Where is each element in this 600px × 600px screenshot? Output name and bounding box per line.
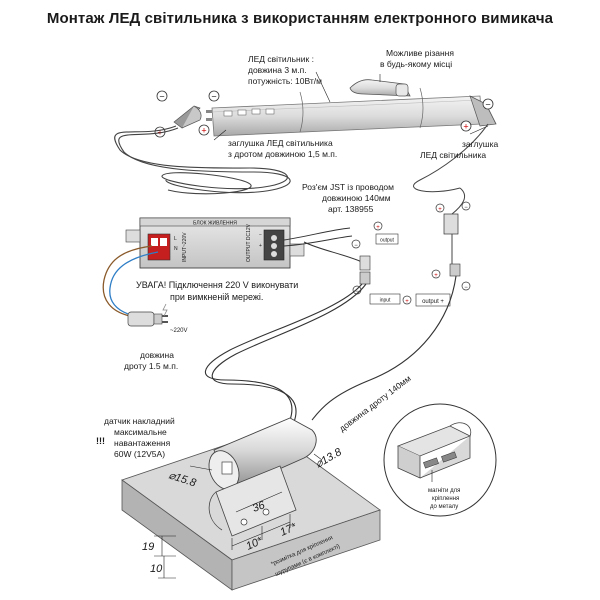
svg-text:−: − xyxy=(464,285,468,291)
svg-text:дроту 1.5 м.п.: дроту 1.5 м.п. xyxy=(124,361,178,371)
svg-text:ЛЕД світильник :: ЛЕД світильник : xyxy=(248,54,314,64)
svg-text:−: − xyxy=(354,243,358,249)
svg-text:17*: 17* xyxy=(278,521,299,539)
svg-text:+: + xyxy=(438,207,442,213)
svg-text:+: + xyxy=(434,273,438,279)
svg-text:датчик накладний: датчик накладний xyxy=(104,416,175,426)
svg-text:60W (12V5A): 60W (12V5A) xyxy=(114,449,165,459)
svg-text:довжина: довжина xyxy=(140,350,174,360)
svg-text:L: L xyxy=(174,236,177,242)
svg-text:магніти для: магніти для xyxy=(428,488,460,494)
svg-text:N: N xyxy=(174,246,178,252)
svg-text:навантаження: навантаження xyxy=(114,438,171,448)
svg-text:+: + xyxy=(201,126,206,136)
svg-text:потужність: 10Вт/м: потужність: 10Вт/м xyxy=(248,76,322,86)
lightning-icon xyxy=(162,303,168,317)
svg-text:⌀15.8: ⌀15.8 xyxy=(167,469,198,489)
svg-text:БЛОК ЖИВЛЕННЯ: БЛОК ЖИВЛЕННЯ xyxy=(193,221,237,227)
svg-text:довжина 3 м.п.: довжина 3 м.п. xyxy=(248,65,307,75)
svg-text:до металу: до металу xyxy=(430,504,458,510)
jst-connector: output − + xyxy=(351,221,399,285)
svg-text:−: − xyxy=(259,232,262,238)
fixture-label: ЛЕД світильник : довжина 3 м.п. потужніс… xyxy=(248,54,322,86)
wire-140-label: довжина дроту 140мм xyxy=(337,373,413,433)
cap-wire-label: заглушка ЛЕД світильника з дротом довжин… xyxy=(228,138,337,159)
svg-text:10: 10 xyxy=(150,563,163,575)
svg-text:+: + xyxy=(259,243,262,249)
svg-text:заглушка ЛЕД світильника: заглушка ЛЕД світильника xyxy=(228,138,333,148)
dimension-lines xyxy=(154,453,323,579)
diagram-title: Монтаж ЛЕД світильника з використанням е… xyxy=(46,10,554,27)
svg-text:!!!: !!! xyxy=(96,436,105,446)
svg-text:кріплення: кріплення xyxy=(432,496,459,502)
svg-text:заглушка: заглушка xyxy=(462,139,498,149)
psu-output-wire xyxy=(283,227,363,263)
hole-note-label: *розмітка для кріплення шурупами (є в ко… xyxy=(270,535,341,578)
screw-hole-marker xyxy=(240,518,248,526)
end-cap-with-wire xyxy=(173,105,202,129)
svg-text:Роз'єм JST із проводом: Роз'єм JST із проводом xyxy=(302,182,394,192)
svg-text:максимальне: максимальне xyxy=(114,427,167,437)
warning-label: УВАГА! Підключення 220 V виконувати при … xyxy=(136,280,298,334)
svg-text:ЛЕД світильника: ЛЕД світильника xyxy=(420,150,486,160)
svg-text:арт. 138955: арт. 138955 xyxy=(328,204,374,214)
svg-text:output: output xyxy=(380,238,395,244)
sensor-label: датчик накладний максимальне навантаженн… xyxy=(96,416,175,459)
svg-text:−: − xyxy=(485,100,490,110)
mains-cable xyxy=(102,245,159,317)
svg-text:УВАГА! Підключення 220 V викон: УВАГА! Підключення 220 V виконувати xyxy=(136,280,298,290)
wire-length-label: довжина дроту 1.5 м.п. xyxy=(124,350,178,371)
svg-text:~220V: ~220V xyxy=(170,328,188,334)
mains-plug xyxy=(127,311,168,327)
svg-text:в будь-якому місці: в будь-якому місці xyxy=(380,59,452,69)
svg-text:+: + xyxy=(405,299,409,305)
svg-text:−: − xyxy=(464,205,468,211)
svg-text:10*: 10* xyxy=(244,535,265,553)
svg-text:з дротом довжиною 1,5 м.п.: з дротом довжиною 1,5 м.п. xyxy=(228,149,337,159)
svg-text:19: 19 xyxy=(142,541,154,553)
svg-text:−: − xyxy=(355,289,359,295)
svg-text:input: input xyxy=(380,298,391,304)
fixture-wire xyxy=(114,125,291,195)
magnet-detail xyxy=(383,403,497,517)
led-fixture xyxy=(206,87,483,137)
svg-text:⌀13.8: ⌀13.8 xyxy=(314,446,345,471)
cut-label: Можливе різання в будь-якому місці xyxy=(380,48,454,69)
svg-text:+: + xyxy=(463,122,468,132)
diffuser-cut-piece xyxy=(349,79,411,97)
svg-text:Можливе різання: Можливе різання xyxy=(386,48,454,58)
svg-text:+: + xyxy=(376,225,380,231)
svg-text:довжиною 140мм: довжиною 140мм xyxy=(322,193,391,203)
power-supply: БЛОК ЖИВЛЕННЯ L N INPUT~220V OUTPUT DC12… xyxy=(125,217,305,269)
svg-text:−: − xyxy=(159,92,164,102)
screw-hole-marker xyxy=(262,508,270,516)
fixture-end-connector: + − + − output + xyxy=(413,123,489,307)
svg-text:при вимкненій мережі.: при вимкненій мережі. xyxy=(170,292,263,302)
sensor-wire xyxy=(204,275,457,423)
sensor-body xyxy=(208,417,317,537)
svg-text:36: 36 xyxy=(251,499,267,515)
svg-text:−: − xyxy=(211,92,216,102)
jst-label: Роз'єм JST із проводом довжиною 140мм ар… xyxy=(302,182,394,214)
svg-text:INPUT~220V: INPUT~220V xyxy=(182,232,188,262)
cap-label: заглушка ЛЕД світильника xyxy=(420,139,498,160)
magnet-label: магніти для кріплення до металу xyxy=(428,488,460,510)
svg-text:output +: output + xyxy=(422,299,444,305)
svg-text:OUTPUT DC12V: OUTPUT DC12V xyxy=(246,223,252,262)
